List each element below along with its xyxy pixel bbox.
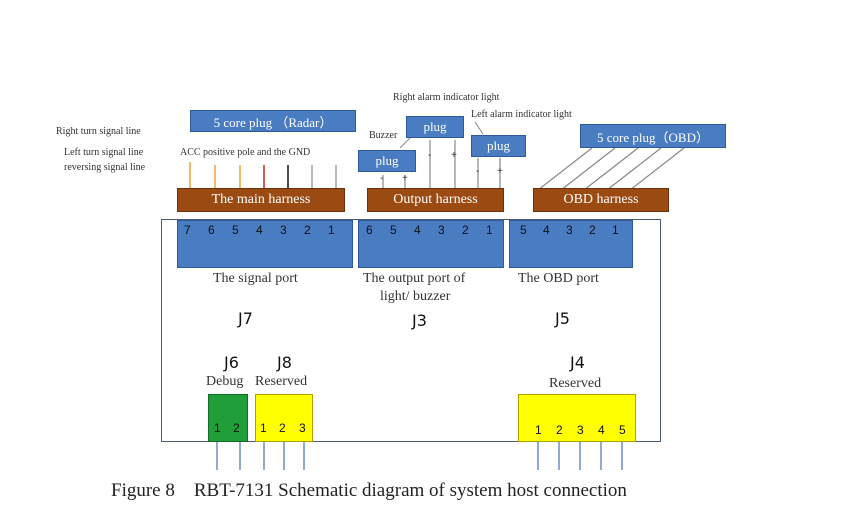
buzzer-minus: -	[380, 173, 384, 184]
output-port: 6 5 4 3 2 1	[358, 220, 504, 268]
j4-reserved-connector: 1 2 3 4 5	[518, 394, 636, 442]
left-alarm-plus: +	[497, 166, 503, 177]
signal-pin: 6	[208, 223, 215, 237]
buzzer-label: Buzzer	[369, 130, 398, 141]
obd-pin: 1	[612, 223, 619, 237]
right-alarm-plug: plug	[406, 116, 464, 138]
j4-pin: 3	[577, 423, 584, 437]
signal-port: 7 6 5 4 3 2 1	[177, 220, 353, 268]
obd-pin: 2	[589, 223, 596, 237]
signal-pin: 2	[304, 223, 311, 237]
radar-plug: 5 core plug （Radar）	[190, 110, 356, 132]
output-pin: 5	[390, 223, 397, 237]
signal-pin: 1	[328, 223, 335, 237]
right-alarm-label: Right alarm indicator light	[393, 92, 500, 103]
right-alarm-minus: -	[428, 150, 432, 161]
output-port-label-line1: The output port of	[363, 271, 466, 286]
j3-label: J3	[412, 311, 427, 330]
obd-pin: 5	[520, 223, 527, 237]
obd-port: 5 4 3 2 1	[509, 220, 633, 268]
acc-gnd-label: ACC positive pole and the GND	[180, 147, 311, 158]
obd-port-label: The OBD port	[518, 271, 599, 286]
signal-pin: 5	[232, 223, 239, 237]
j6-desc: Debug	[206, 374, 244, 389]
buzzer-plug: plug	[358, 150, 416, 172]
signal-pin: 3	[280, 223, 287, 237]
reversing-label: reversing signal line	[64, 162, 146, 173]
left-turn-label: Left turn signal line	[64, 147, 144, 158]
j8-reserved-connector: 1 2 3	[255, 394, 313, 442]
j4-pin: 2	[556, 423, 563, 437]
main-harness: The main harness	[177, 188, 345, 212]
obd-pin: 4	[543, 223, 550, 237]
j8-pin: 3	[299, 421, 306, 435]
signal-pin: 4	[256, 223, 263, 237]
j5-label: J5	[555, 309, 570, 328]
left-alarm-label: Left alarm indicator light	[471, 109, 572, 120]
j8-desc: Reserved	[255, 374, 308, 389]
right-alarm-plus: +	[451, 150, 457, 161]
signal-pin: 7	[184, 223, 191, 237]
j6-pin: 2	[233, 421, 240, 435]
output-pin: 6	[366, 223, 373, 237]
output-harness: Output harness	[367, 188, 504, 212]
j6-debug-connector: 1 2	[208, 394, 248, 442]
obd-harness: OBD harness	[533, 188, 669, 212]
j8-label: J8	[277, 353, 292, 372]
left-alarm-plug: plug	[471, 135, 526, 157]
j4-label: J4	[570, 353, 585, 372]
right-turn-label: Right turn signal line	[56, 126, 141, 137]
j8-pin: 2	[279, 421, 286, 435]
output-pin: 4	[414, 223, 421, 237]
j6-pin: 1	[214, 421, 221, 435]
j8-pin: 1	[260, 421, 267, 435]
output-pin: 1	[486, 223, 493, 237]
output-pin: 2	[462, 223, 469, 237]
obd-pin: 3	[566, 223, 573, 237]
j4-pin: 1	[535, 423, 542, 437]
left-alarm-minus: -	[476, 166, 480, 177]
host-board-outline	[161, 219, 661, 442]
buzzer-plus: +	[402, 173, 408, 184]
signal-port-label: The signal port	[213, 271, 298, 286]
figure-caption: Figure 8 RBT-7131 Schematic diagram of s…	[111, 480, 627, 501]
j4-pin: 5	[619, 423, 626, 437]
obd-plug: 5 core plug（OBD）	[580, 124, 726, 148]
output-pin: 3	[438, 223, 445, 237]
j4-desc: Reserved	[549, 376, 602, 391]
j6-label: J6	[224, 353, 239, 372]
j7-label: J7	[238, 309, 253, 328]
j4-pin: 4	[598, 423, 605, 437]
output-port-label-line2: light/ buzzer	[380, 289, 451, 304]
